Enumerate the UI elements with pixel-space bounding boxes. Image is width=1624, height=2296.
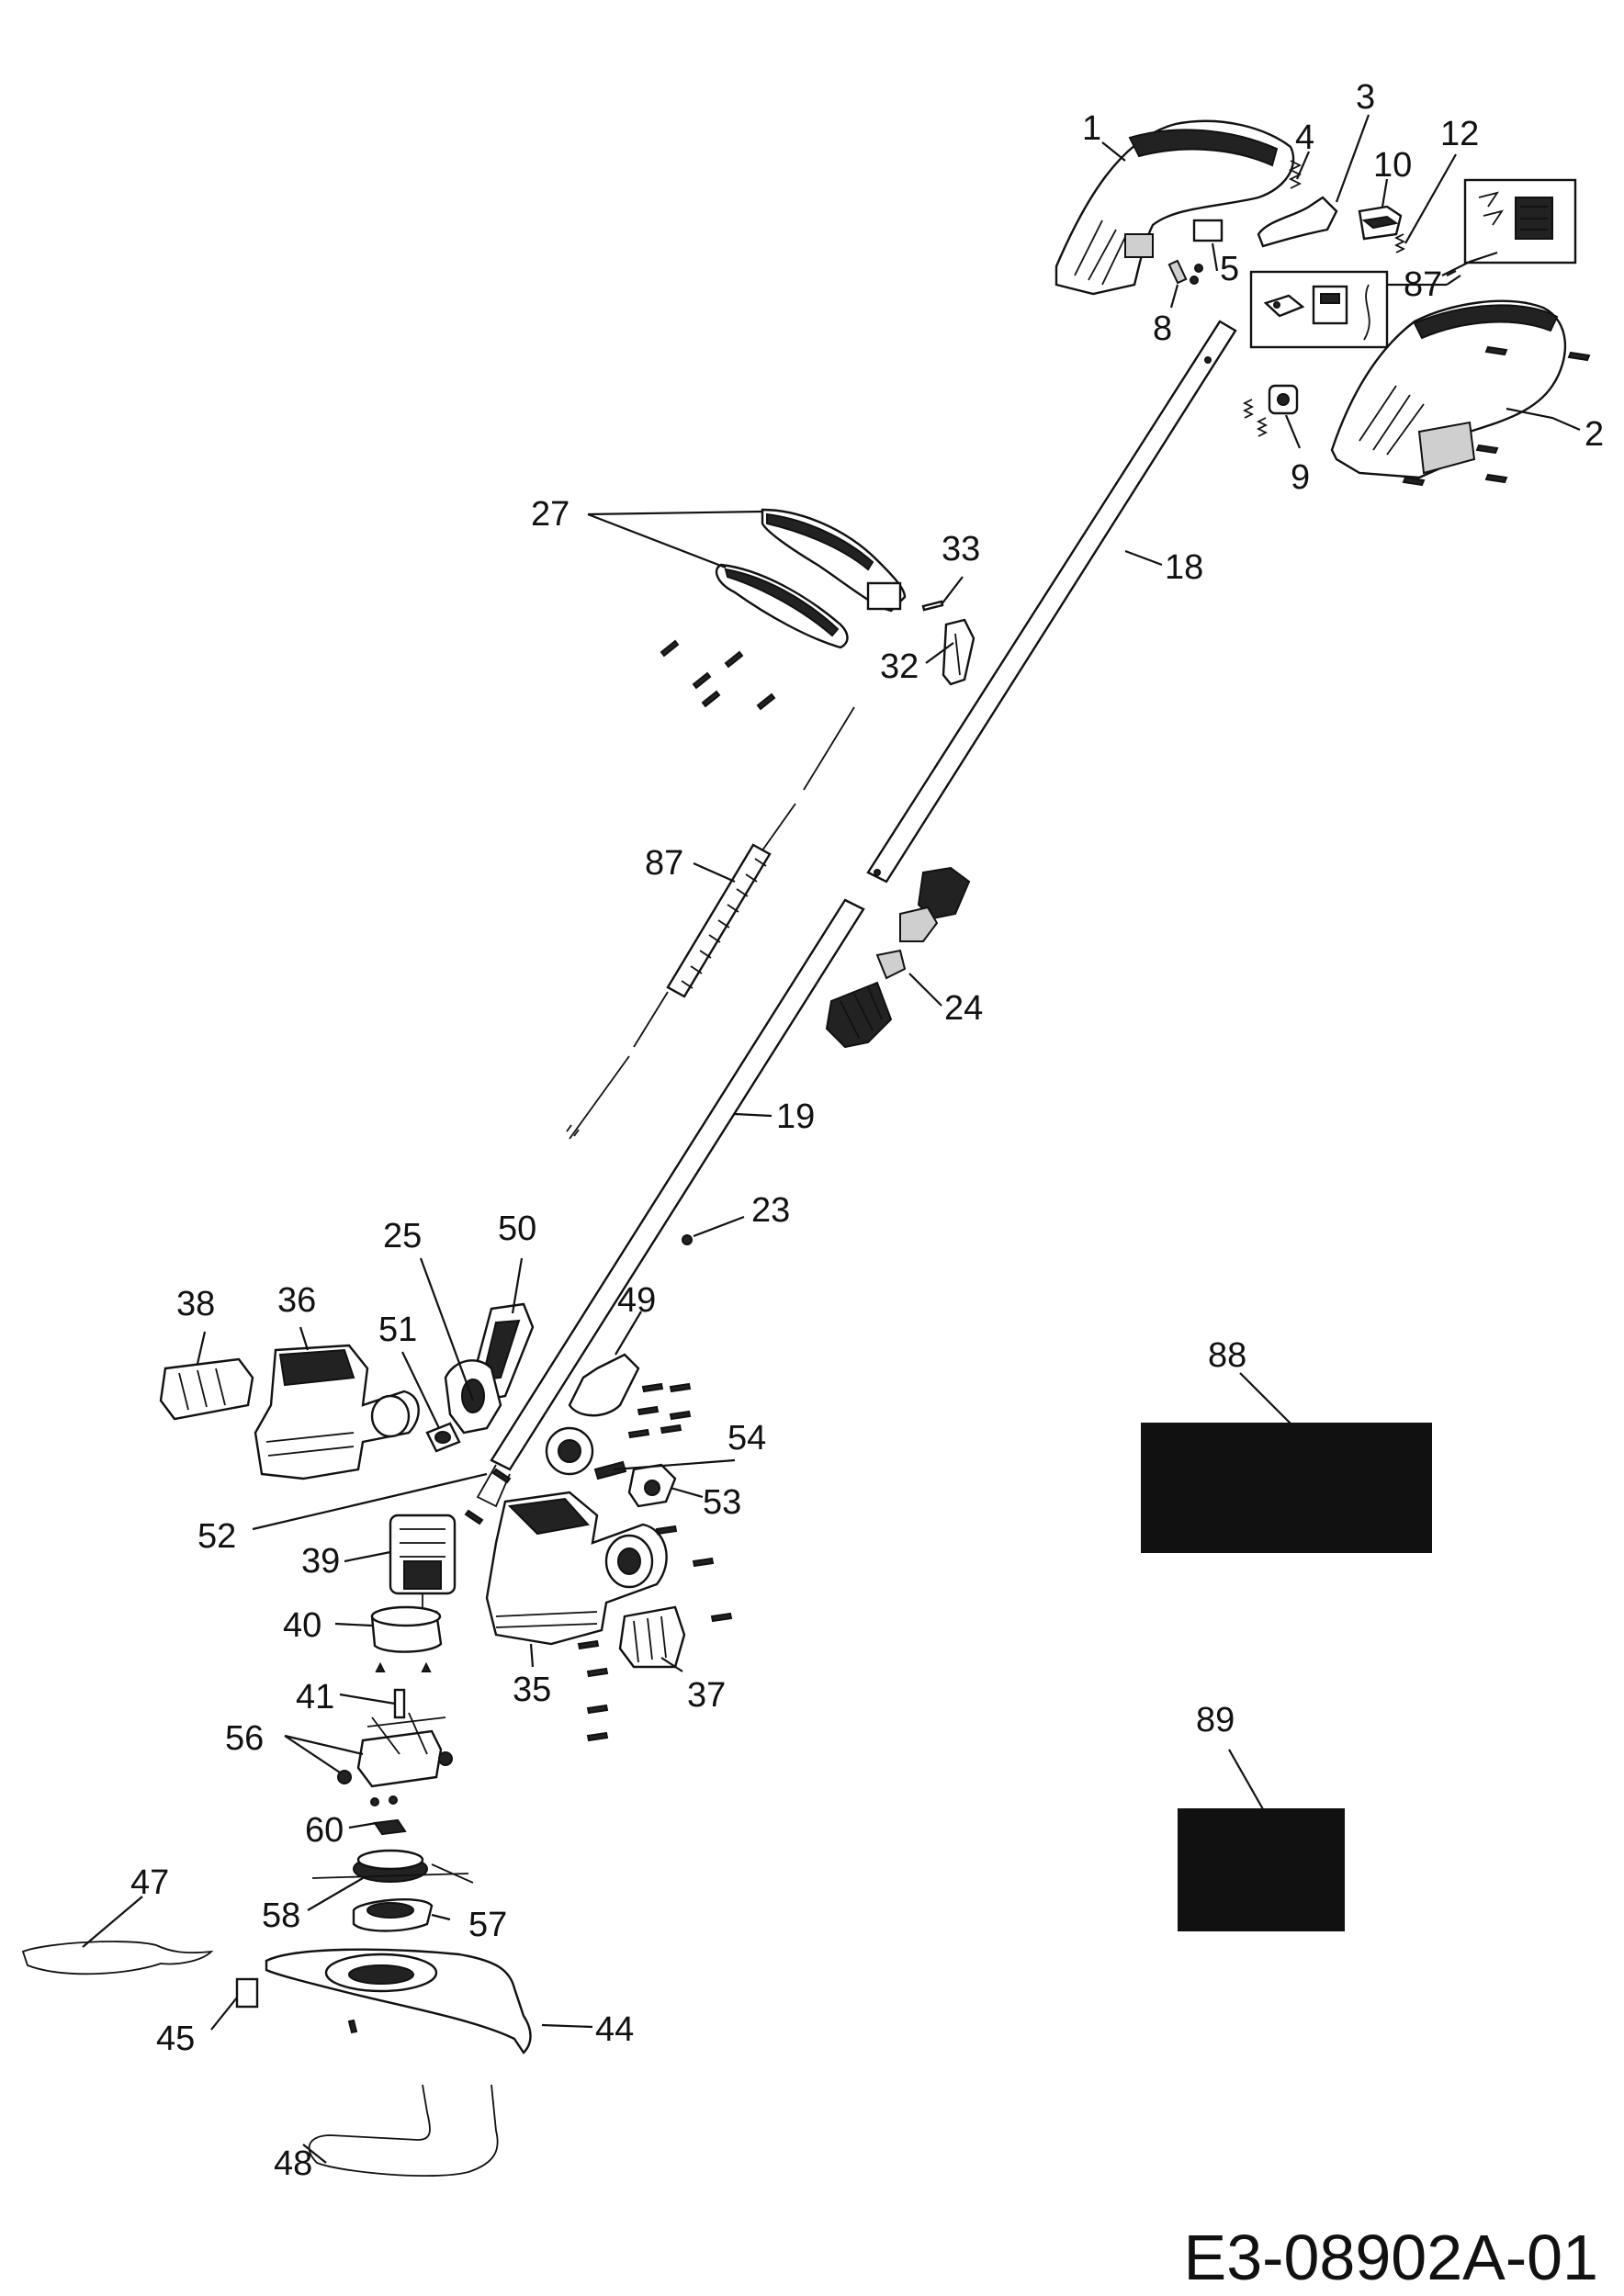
callout-50: 50 [498,1210,536,1248]
callout-44: 44 [595,2010,634,2049]
callout-35: 35 [513,1671,551,1709]
callout-3: 3 [1356,78,1375,117]
part-27-grip-upper [761,508,907,613]
part-41-shaft-pin [375,1661,432,1719]
callout-57: 57 [468,1906,507,1944]
part-9-knob [1242,384,1299,437]
part-35-motor-housing-half [485,1491,668,1646]
part-39-motor [389,1514,457,1612]
callout-39: 39 [301,1542,340,1581]
callout-4: 4 [1295,118,1314,157]
part-38-cover [159,1357,254,1421]
part-54-spring [593,1460,627,1480]
callout-87-lower: 87 [645,844,683,883]
part-87-drive-cable [566,706,855,1140]
callout-9: 9 [1291,458,1310,497]
callout-38: 38 [176,1285,215,1323]
callout-54: 54 [727,1419,766,1458]
leader-lines [82,114,1581,2164]
part-89-decal [1178,1808,1345,1931]
callout-40: 40 [283,1606,321,1645]
callout-10: 10 [1373,146,1412,185]
callout-37: 37 [687,1676,726,1715]
callout-51: 51 [378,1311,417,1349]
callout-1: 1 [1082,109,1101,148]
callout-25: 25 [383,1217,422,1255]
part-27-screws [660,639,776,711]
part-57-spool-cap [352,1898,434,1932]
callout-19: 19 [776,1097,815,1136]
part-47-wire-guard [21,1941,214,1975]
callout-33: 33 [942,530,980,568]
part-37-cover [618,1605,686,1669]
callout-45: 45 [156,2020,195,2058]
part-49-clamp [545,1353,640,1476]
callout-24: 24 [944,989,983,1028]
callout-8: 8 [1153,310,1172,348]
callout-88: 88 [1208,1336,1246,1375]
part-36-motor-housing-half [254,1344,420,1480]
part-88-decal [1141,1423,1432,1553]
part-24-coupler [825,866,971,1049]
callout-49: 49 [617,1281,656,1320]
callout-47: 47 [130,1863,169,1902]
inset-box-87-upper [1463,178,1577,264]
part-10-lock-button [1358,205,1403,241]
part-1-handle-half [1054,119,1295,296]
callout-87-upper: 87 [1404,265,1442,304]
part-60-line-guide [370,1795,407,1836]
callout-53: 53 [703,1483,741,1522]
part-45-label [235,1977,259,2009]
part-40-motor-cup [370,1605,443,1653]
callout-58: 58 [262,1896,300,1935]
part-32-clip [942,618,976,686]
part-52-screw [464,1468,512,1525]
part-12-spring [1393,233,1406,253]
callout-36: 36 [277,1281,316,1320]
inset-box-87-lower [1249,270,1389,349]
part-35-screws [577,1525,733,1742]
callout-32: 32 [880,647,919,686]
diagram-code: E3-08902A-01 [1184,2222,1598,2293]
part-2-handle-half [1330,299,1567,479]
part-48-wire-guard [308,2084,499,2178]
callout-56: 56 [225,1719,264,1758]
part-3-trigger [1257,196,1338,248]
part-53-knob [627,1463,677,1508]
callout-27: 27 [531,495,570,534]
part-8-screws [1167,259,1203,285]
part-19-lower-shaft [476,898,865,1508]
part-18-upper-shaft [866,320,1237,884]
callout-60: 60 [305,1811,344,1850]
part-51-bushing [425,1422,461,1453]
callout-23: 23 [751,1191,790,1230]
callout-89: 89 [1196,1701,1235,1739]
part-2-screws [1402,345,1591,487]
callout-41: 41 [296,1678,334,1716]
callout-18: 18 [1165,548,1203,587]
callout-labels: 1 3 4 10 12 5 8 87 2 9 27 33 18 32 87 24… [130,78,1604,2183]
callout-5: 5 [1220,250,1239,288]
part-25-guard-bracket [444,1359,502,1435]
part-44-grass-guard [265,1948,532,2054]
part-27-grip-lower [715,563,849,649]
part-44-screw [347,2019,358,2034]
part-58-spool [311,1849,474,1884]
callout-2: 2 [1585,415,1604,454]
part-5-switch [1192,219,1224,242]
part-56-spool-hub [337,1712,453,1788]
callout-48: 48 [274,2144,312,2183]
callout-52: 52 [197,1517,236,1556]
part-23-screw [682,1234,693,1245]
callout-12: 12 [1440,115,1479,153]
part-49-screws [627,1382,692,1439]
part-33-pin [921,600,944,612]
